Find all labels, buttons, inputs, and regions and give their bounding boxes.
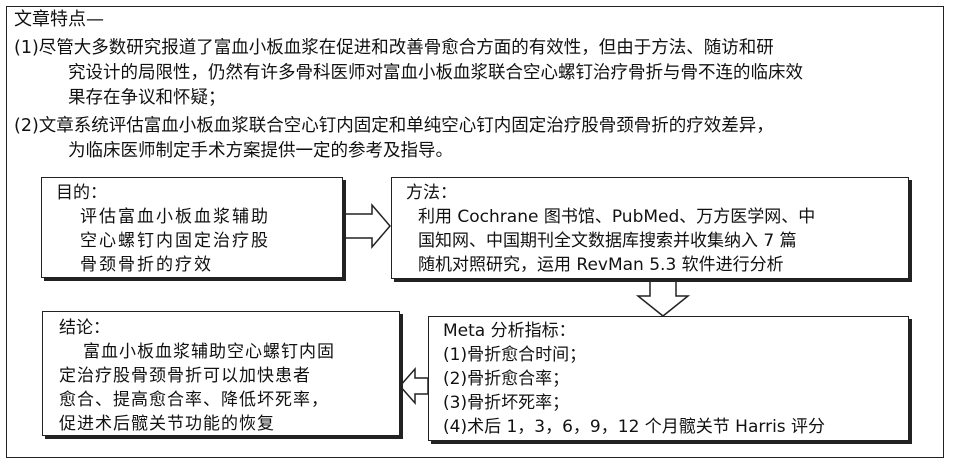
method-line-2: 国知网、中国期刊全文数据库搜索并收集纳入 7 篇 (418, 231, 797, 251)
conclusion-line-1: 富血小板血浆辅助空心螺钉内固 (83, 342, 335, 362)
feature-2-line-2: 为临床医师制定手术方案提供一定的参考及指导。 (68, 141, 453, 161)
purpose-line-3: 骨颈骨折的疗效 (80, 255, 213, 275)
meta-line-3: (3)骨折坏死率； (443, 393, 570, 413)
feature-1-line-3: 果存在争议和怀疑； (68, 88, 226, 108)
feature-1-line-1: (1)尽管大多数研究报道了富血小板血浆在促进和改善骨愈合方面的有效性，但由于方法… (14, 38, 774, 58)
conclusion-box: 结论： 富血小板血浆辅助空心螺钉内固 定治疗股骨颈骨折可以加快患者 愈合、提高愈… (42, 311, 400, 436)
meta-line-4: (4)术后 1，3，6，9，12 个月髋关节 Harris 评分 (443, 417, 826, 437)
method-box: 方法： 利用 Cochrane 图书馆、PubMed、万方医学网、中 国知网、中… (391, 177, 909, 279)
method-title: 方法： (406, 183, 457, 203)
conclusion-line-3: 愈合、提高愈合率、降低坏死率， (59, 390, 329, 410)
arrow-right-icon (342, 202, 391, 250)
method-line-3: 随机对照研究，运用 RevMan 5.3 软件进行分析 (418, 255, 784, 275)
arrow-down-icon (635, 280, 691, 317)
purpose-line-2: 空心螺钉内固定治疗股 (80, 231, 270, 251)
conclusion-line-2: 定治疗股骨颈骨折可以加快患者 (59, 366, 311, 386)
outer-frame (6, 6, 944, 458)
conclusion-line-4: 促进术后髋关节功能的恢复 (59, 414, 275, 434)
feature-2-line-1: (2)文章系统评估富血小板血浆联合空心钉内固定和单纯空心钉内固定治疗股骨颈骨折的… (14, 116, 774, 136)
meta-line-2: (2)骨折愈合率； (443, 369, 570, 389)
arrow-left-icon (398, 367, 429, 405)
method-line-1: 利用 Cochrane 图书馆、PubMed、万方医学网、中 (418, 207, 816, 227)
meta-box: Meta 分析指标： (1)骨折愈合时间； (2)骨折愈合率； (3)骨折坏死率… (428, 316, 909, 441)
feature-1-line-2: 究设计的局限性，仍然有许多骨科医师对富血小板血浆联合空心螺钉治疗骨折与骨不连的临… (68, 63, 803, 83)
conclusion-title: 结论： (59, 318, 110, 338)
meta-line-1: (1)骨折愈合时间； (443, 345, 587, 365)
purpose-box: 目的： 评估富血小板血浆辅助 空心螺钉内固定治疗股 骨颈骨折的疗效 (41, 177, 343, 278)
purpose-line-1: 评估富血小板血浆辅助 (80, 207, 270, 227)
purpose-title: 目的： (56, 183, 107, 203)
meta-title: Meta 分析指标： (443, 321, 576, 341)
section-title: 文章特点— (14, 9, 104, 30)
